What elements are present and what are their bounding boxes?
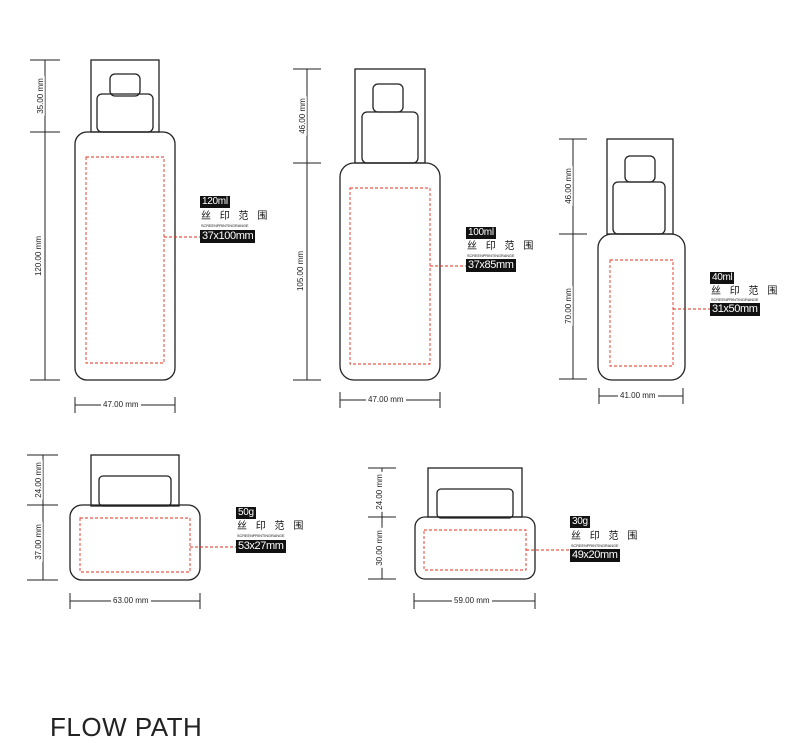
bottle-120ml-body-height-label: 120.00 mm <box>34 233 44 279</box>
bottle-40ml-screen-label-en: SCREENPRINTINGRANGE <box>711 297 759 302</box>
bottle-120ml-collar <box>96 93 154 133</box>
bottle-100ml-screen-label-en: SCREENPRINTINGRANGE <box>467 253 515 258</box>
bottle-100ml-body <box>339 162 441 381</box>
bottle-120ml-body <box>74 131 176 381</box>
bottle-40ml-body <box>597 233 686 381</box>
bottle-40ml-body-height-label: 70.00 mm <box>563 286 573 326</box>
jar-50g-cap-height-label: 24.00 mm <box>33 460 43 500</box>
section-title: FLOW PATH <box>50 712 203 742</box>
bottle-40ml-cap <box>606 138 674 235</box>
bottle-40ml-print-size-tag: 31x50mm <box>710 303 760 316</box>
bottle-40ml-cap-height-label: 46.00 mm <box>563 166 573 206</box>
bottle-120ml <box>30 59 200 413</box>
bottle-120ml-cap-height-label: 35.00 mm <box>35 76 45 116</box>
bottle-100ml-print-size-tag: 37x85mm <box>466 259 516 272</box>
bottle-100ml-collar <box>361 111 419 164</box>
jar-30g-body <box>414 516 536 580</box>
jar-50g-lid <box>90 454 180 507</box>
jar-50g-body <box>69 504 201 581</box>
jar-30g-inner-lid <box>436 488 514 519</box>
bottle-40ml <box>559 138 710 404</box>
bottle-120ml-screen-label: 丝 印 范 围 <box>201 211 271 222</box>
jar-50g-height-dims <box>27 454 58 581</box>
jar-50g-print-size-tag: 53x27mm <box>236 540 286 553</box>
jar-30g-body-height-label: 30.00 mm <box>374 528 384 568</box>
jar-50g-screen-label-en: SCREENPRINTINGRANGE <box>237 533 285 538</box>
jar-50g <box>27 454 236 609</box>
jar-30g-print-size-tag: 49x20mm <box>570 549 620 562</box>
bottle-120ml-pump <box>109 73 141 97</box>
bottle-120ml-volume-tag: 120ml <box>200 196 230 208</box>
jar-30g-cap-height-label: 24.00 mm <box>374 472 384 512</box>
jar-30g-width-label: 59.00 mm <box>452 596 492 605</box>
bottle-40ml-height-dims <box>559 138 587 380</box>
jar-50g-width-label: 63.00 mm <box>111 596 151 605</box>
bottle-40ml-pump <box>624 155 656 183</box>
bottle-100ml-cap <box>354 68 426 164</box>
bottle-100ml-cap-height-label: 46.00 mm <box>297 96 307 136</box>
bottle-40ml-width-label: 41.00 mm <box>618 391 658 400</box>
jar-30g-volume-tag: 30g <box>570 516 590 528</box>
bottle-40ml-print-area <box>609 259 674 367</box>
bottle-100ml-body-height-label: 105.00 mm <box>296 248 306 294</box>
jar-50g-print-area <box>79 517 191 573</box>
jar-30g-screen-label-en: SCREENPRINTINGRANGE <box>571 543 619 548</box>
jar-50g-volume-tag: 50g <box>236 507 256 519</box>
bottle-120ml-screen-label-en: SCREENPRINTINGRANGE <box>201 223 249 228</box>
jar-50g-inner-lid <box>98 475 172 507</box>
bottle-120ml-print-area <box>85 156 165 364</box>
bottle-100ml <box>293 68 466 408</box>
jar-30g <box>368 467 570 609</box>
bottle-120ml-height-dims <box>30 59 60 381</box>
bottle-40ml-collar <box>612 181 666 235</box>
bottle-120ml-width-label: 47.00 mm <box>101 400 141 409</box>
jar-30g-print-area <box>423 529 527 571</box>
bottle-40ml-volume-tag: 40ml <box>710 272 735 284</box>
jar-30g-screen-label: 丝 印 范 围 <box>571 531 641 542</box>
jar-30g-lid <box>427 467 523 518</box>
bottle-120ml-print-size-tag: 37x100mm <box>200 230 256 243</box>
bottle-100ml-width-label: 47.00 mm <box>366 395 406 404</box>
bottle-100ml-height-dims <box>293 68 321 381</box>
bottle-40ml-screen-label: 丝 印 范 围 <box>711 286 781 297</box>
jar-50g-body-height-label: 37.00 mm <box>33 522 43 562</box>
bottle-100ml-print-area <box>349 187 431 365</box>
bottle-100ml-volume-tag: 100ml <box>466 227 496 239</box>
jar-50g-screen-label: 丝 印 范 围 <box>237 521 307 532</box>
bottle-100ml-pump <box>372 83 404 113</box>
bottle-100ml-screen-label: 丝 印 范 围 <box>467 241 537 252</box>
